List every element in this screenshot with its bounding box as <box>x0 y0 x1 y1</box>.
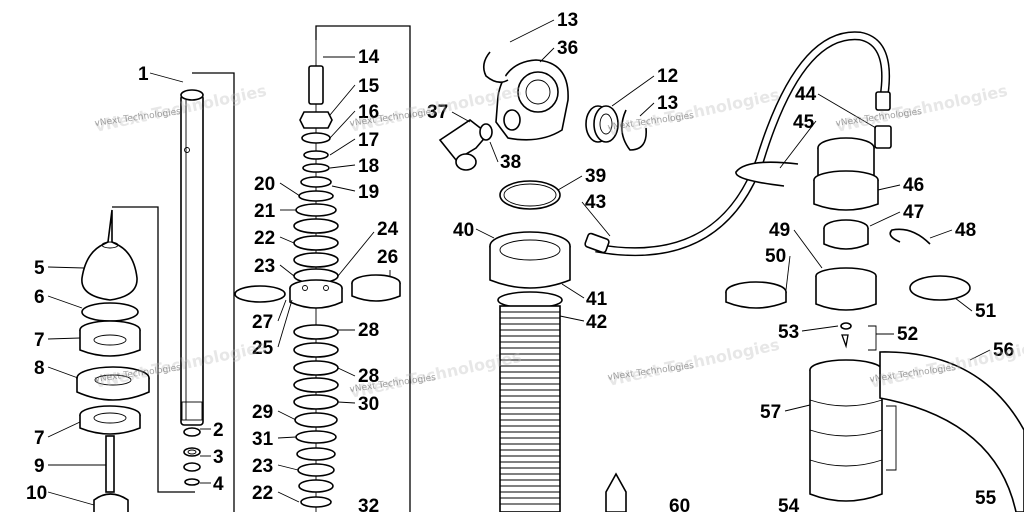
part-label: 7 <box>34 428 45 449</box>
part-label: 48 <box>955 220 976 241</box>
part-label: 36 <box>557 38 578 59</box>
part-label: 29 <box>252 402 273 423</box>
part-label: 6 <box>34 287 45 308</box>
part-label: 45 <box>793 112 815 133</box>
leader-lines <box>47 19 991 506</box>
part-label: 40 <box>453 220 474 241</box>
part-label: 46 <box>903 175 924 196</box>
rings-24-26-27 <box>234 274 401 303</box>
reservoir-cap-part-46 <box>813 137 879 211</box>
part-label: 57 <box>760 402 781 423</box>
sleeve-part-56 <box>879 351 1024 512</box>
part-label: 22 <box>252 483 273 504</box>
shaft-part-1 <box>180 89 204 426</box>
floating-piston-part-49 <box>815 267 877 311</box>
watermark-ghost: vNext Technologies <box>606 85 781 140</box>
part-label: 12 <box>657 66 678 87</box>
part-label: 41 <box>586 289 608 310</box>
valve-stack-14-32 <box>289 65 343 508</box>
part-label: 13 <box>557 10 578 31</box>
part-label: 50 <box>765 246 786 267</box>
part-label: 15 <box>358 76 380 97</box>
part-label: 9 <box>34 456 45 477</box>
part-label: 43 <box>585 192 606 213</box>
valve-core-53 <box>840 322 852 330</box>
part-label: 23 <box>254 256 275 277</box>
adjuster-nut-40-41 <box>489 231 571 309</box>
snap-ring-13a <box>482 51 509 84</box>
bearing-stack-6-7-8 <box>76 302 150 435</box>
part-label: 21 <box>254 201 276 222</box>
part-label: 28 <box>358 320 379 341</box>
part-label: 30 <box>358 394 379 415</box>
part-label: 38 <box>500 152 521 173</box>
part-label: 2 <box>213 420 224 441</box>
part-label: 20 <box>254 174 275 195</box>
watermark-ghost: vNext Technologies <box>606 335 781 390</box>
part-label: 3 <box>213 447 224 468</box>
part-label: 23 <box>252 456 273 477</box>
part-label: 53 <box>778 322 799 343</box>
fitting-part-44 <box>874 125 892 149</box>
part-label: 16 <box>358 102 379 123</box>
small-washers-2-3-4 <box>183 427 201 486</box>
part-label: 31 <box>252 429 274 450</box>
part-label: 52 <box>897 324 918 345</box>
part-label: 27 <box>252 312 273 333</box>
part-label: 56 <box>993 340 1014 361</box>
piston-part-47 <box>823 219 869 250</box>
part-label: 13 <box>657 93 678 114</box>
part-label: 17 <box>358 130 379 151</box>
part-label: 7 <box>34 330 45 351</box>
part-label: 5 <box>34 258 45 279</box>
part-label: 8 <box>34 358 45 379</box>
bushing-part-12 <box>585 105 647 151</box>
o-ring-39 <box>499 180 561 210</box>
rod-part-9-10 <box>93 435 129 512</box>
bottle-part-60 <box>605 472 627 512</box>
part-label: 54 <box>778 496 800 512</box>
part-label: 47 <box>903 202 924 223</box>
part-label: 4 <box>213 474 224 495</box>
fitting-part-37-38 <box>438 119 493 171</box>
part-label: 44 <box>795 84 817 105</box>
part-label: 60 <box>669 496 690 512</box>
part-label: 51 <box>975 301 997 322</box>
part-label: 22 <box>254 228 275 249</box>
part-label: 24 <box>377 219 399 240</box>
eyelet-part-36 <box>495 59 569 141</box>
watermark-ghost: vNext Technologies <box>834 81 1009 136</box>
bump-stop-part-5 <box>81 209 138 301</box>
part-label: 55 <box>975 488 997 509</box>
snap-ring-45 <box>735 161 799 187</box>
part-label: 10 <box>26 483 47 504</box>
part-label: 26 <box>377 247 398 268</box>
part-label: 19 <box>358 182 379 203</box>
part-label: 14 <box>358 47 380 68</box>
part-label: 49 <box>769 220 790 241</box>
callout-labels: 1234567879101415161718192021222324262725… <box>26 10 1014 512</box>
part-label: 18 <box>358 156 379 177</box>
seal-rings-50-51 <box>725 275 971 309</box>
part-label: 42 <box>586 312 607 333</box>
part-label: 25 <box>252 338 274 359</box>
part-label: 28 <box>358 366 379 387</box>
part-label: 37 <box>427 102 448 123</box>
shock-body-part-42 <box>499 305 561 512</box>
part-label: 39 <box>585 166 606 187</box>
part-label: 1 <box>138 64 149 85</box>
part-label: 32 <box>358 496 379 512</box>
snap-ring-48 <box>889 228 931 245</box>
